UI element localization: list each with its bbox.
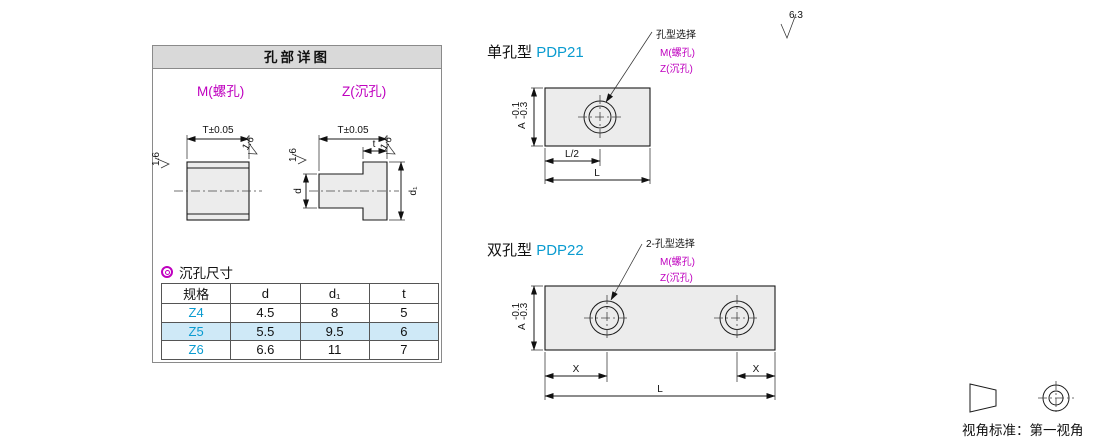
cell-t: 7 [368, 340, 440, 360]
counterbore-table: 规格 d d₁ t Z4 4.5 8 5 Z5 5.5 9.5 6 [160, 283, 440, 360]
roughness-symbol: 1.6 [378, 134, 396, 155]
surface-roughness-symbol: 6.3 [780, 10, 803, 40]
dim-L-label: L [657, 384, 663, 395]
hole [578, 95, 622, 139]
dim-X-left-label: X [573, 364, 580, 375]
m-dim-T-label: T±0.05 [202, 125, 233, 136]
col-header-d: d [230, 283, 301, 304]
callout-m-option: M(螺孔) [660, 256, 695, 268]
hole [584, 295, 630, 341]
cell-d: 5.5 [230, 321, 301, 341]
m-width-dimension: T±0.05 [186, 125, 250, 159]
length-dimensions: L/2 L [544, 148, 651, 184]
single-hole-part-number: PDP21 [536, 44, 584, 61]
dim-A-tol-lower: -0.3 [519, 302, 530, 320]
table-header-row: 规格 d d₁ t [160, 283, 440, 304]
roughness-symbol: 1.6 [240, 134, 258, 155]
single-hole-heading: 单孔型 PDP21 [487, 41, 584, 62]
col-header-t: t [368, 283, 440, 304]
roughness-value: 1.6 [288, 148, 299, 162]
callout-leader-line [605, 31, 653, 103]
height-dimension: A -0.1 -0.3 [511, 285, 543, 351]
dim-X-right-label: X [753, 364, 760, 375]
table-row: Z4 4.5 8 5 [160, 303, 440, 323]
callout-title: 孔型选择 [656, 28, 696, 41]
z-total-width-dimension: T±0.05 [318, 125, 388, 171]
roughness-value: 1.6 [151, 152, 162, 166]
hole-detail-panel: 孔部详图 M(螺孔) Z(沉孔) T±0.05 1.6 [151, 45, 442, 363]
panel-title: 孔部详图 [153, 46, 441, 69]
roughness-symbol: 1.6 [151, 152, 170, 169]
height-dimension: A -0.1 -0.3 [511, 87, 543, 147]
z-hole-drawing: T±0.05 t d d₁ [288, 125, 419, 221]
cell-d: 4.5 [230, 303, 301, 323]
hole [714, 295, 760, 341]
cell-spec: Z4 [160, 303, 232, 323]
z-hole-label: Z(沉孔) [342, 84, 387, 99]
z-cbore-dia-dimension: d₁ [389, 161, 419, 221]
surface-roughness-value: 6.3 [789, 10, 803, 21]
dim-A-label: A [517, 323, 528, 330]
cell-t: 5 [368, 303, 440, 323]
frustum-end-view [1038, 381, 1074, 415]
first-angle-projection-icon [969, 381, 1074, 415]
cell-d1: 8 [299, 303, 370, 323]
dim-A-tol-upper: -0.1 [511, 101, 522, 119]
z-dim-T-label: T±0.05 [337, 125, 368, 136]
double-hole-type-label: 双孔型 [487, 242, 533, 259]
length-dimensions: X X L [544, 352, 776, 400]
single-hole-type-label: 单孔型 [487, 44, 533, 61]
m-thread-lines [187, 167, 249, 215]
dim-A-tol-lower: -0.3 [519, 101, 530, 119]
callout-z-option: Z(沉孔) [660, 271, 693, 284]
roughness-symbol: 1.6 [288, 148, 307, 165]
z-dim-t-label: t [373, 139, 376, 150]
callout-leader-line [610, 243, 643, 301]
frustum-side-view [969, 383, 997, 413]
block-outline [544, 285, 776, 351]
m-hole-label: M(螺孔) [197, 84, 245, 99]
col-header-d1: d₁ [299, 283, 370, 304]
cell-d1: 9.5 [299, 321, 370, 341]
double-hole-drawing: 2-孔型选择 M(螺孔) Z(沉孔) A -0.1 -0.3 X X L [511, 237, 776, 400]
cell-t: 6 [368, 321, 440, 341]
roughness-value: 1.6 [240, 134, 257, 152]
double-hole-heading: 双孔型 PDP22 [487, 239, 584, 260]
z-dim-d1-label: d₁ [408, 186, 419, 196]
single-hole-drawing: 孔型选择 M(螺孔) Z(沉孔) A -0.1 -0.3 L/2 L [511, 28, 696, 184]
table-section-heading: 沉孔尺寸 [161, 262, 233, 282]
z-hole-dia-dimension: d [293, 173, 317, 209]
z-counterbore-depth-dimension: t [362, 139, 388, 159]
cell-spec: Z6 [160, 340, 232, 360]
projection-standard-note: 视角标准：第一视角 [962, 423, 1084, 438]
cell-d: 6.6 [230, 340, 301, 360]
table-row: Z5 5.5 9.5 6 [160, 321, 440, 341]
dim-A-tol-upper: -0.1 [511, 302, 522, 320]
z-counterbore-profile [318, 161, 388, 221]
dim-half-L-label: L/2 [565, 149, 579, 160]
callout-m-option: M(螺孔) [660, 47, 695, 59]
table-row: Z6 6.6 11 7 [160, 340, 440, 360]
col-header-spec: 规格 [160, 283, 232, 304]
cell-d1: 11 [299, 340, 370, 360]
dim-A-label: A [517, 122, 528, 129]
table-section-title: 沉孔尺寸 [179, 266, 233, 281]
callout-z-option: Z(沉孔) [660, 62, 693, 75]
section-marker-icon [161, 266, 173, 278]
dim-L-label: L [594, 168, 600, 179]
m-hole-drawing: T±0.05 1.6 1.6 [151, 125, 262, 221]
z-dim-d-label: d [293, 188, 304, 194]
roughness-value: 1.6 [378, 134, 395, 152]
callout-title: 2-孔型选择 [646, 237, 695, 250]
double-hole-part-number: PDP22 [536, 242, 584, 259]
cell-spec: Z5 [160, 321, 232, 341]
